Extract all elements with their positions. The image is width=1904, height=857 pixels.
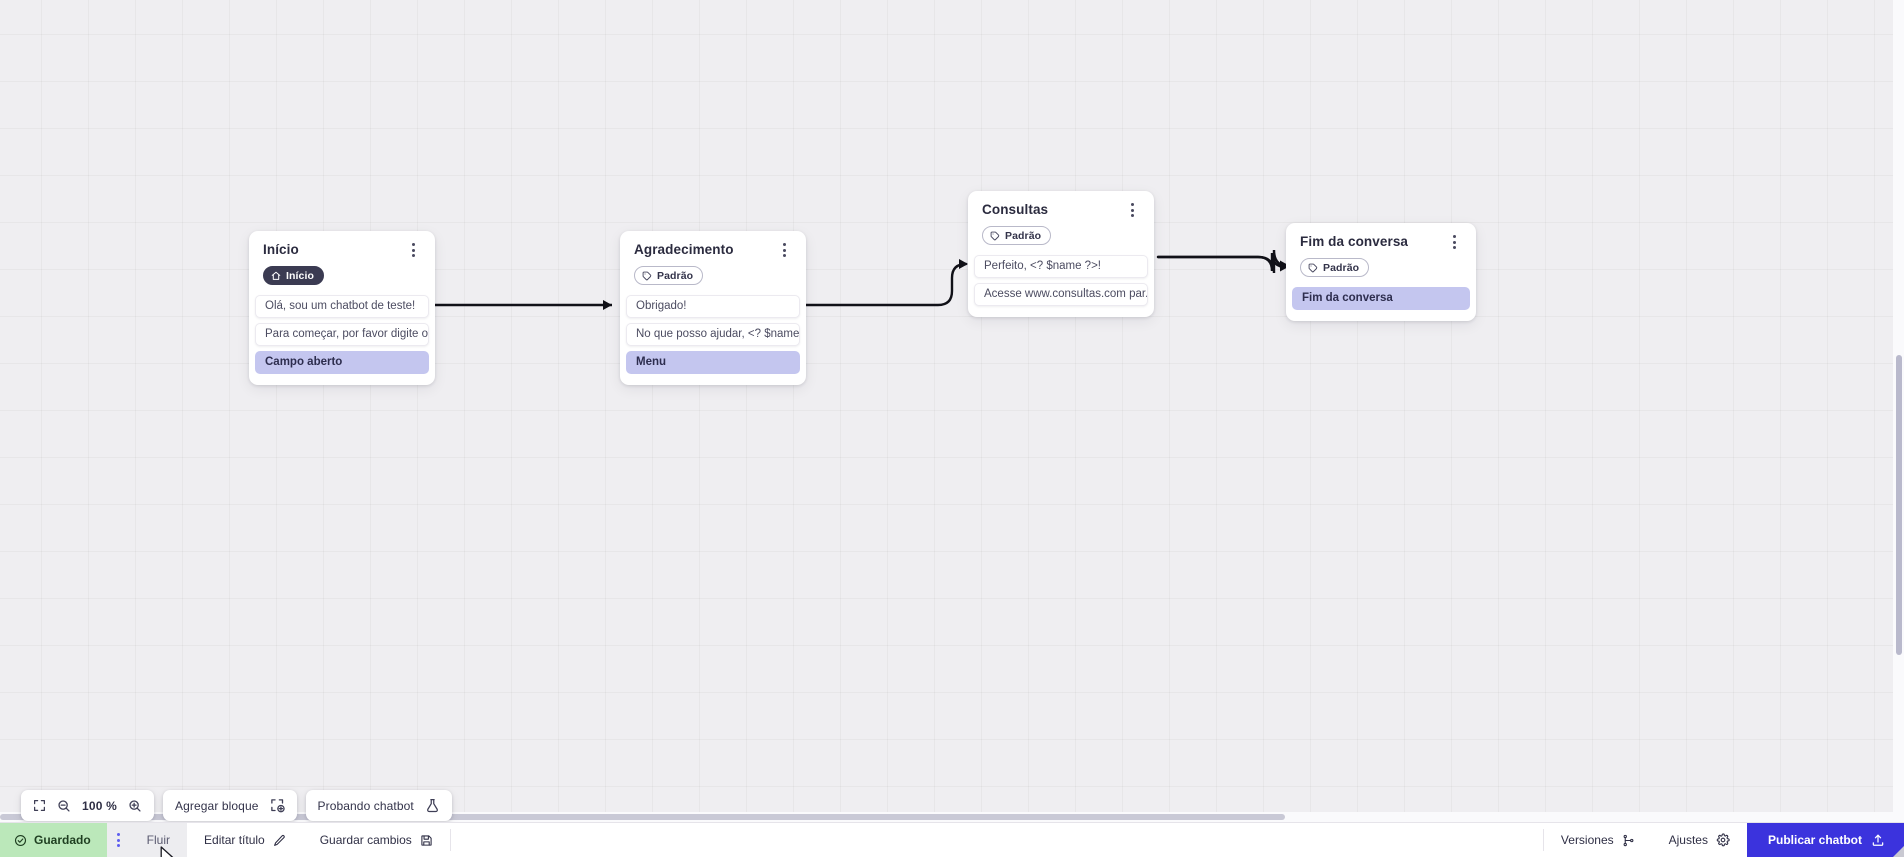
edit-title-button[interactable]: Editar título	[187, 823, 303, 857]
arrowhead-2	[959, 259, 968, 269]
arrowhead-1	[603, 300, 612, 310]
bottom-status-bar: Guardado Fluir Editar título Guardar	[0, 822, 1904, 857]
vertical-scrollbar-track[interactable]	[1893, 0, 1904, 822]
saved-status-badge: Guardado	[0, 823, 107, 857]
node-menu-button[interactable]	[405, 241, 421, 259]
status-bar-right: Versiones Ajustes Publicar chatbot	[1542, 823, 1904, 857]
check-circle-icon	[14, 834, 27, 846]
publish-label: Publicar chatbot	[1767, 833, 1862, 847]
vertical-dots-icon	[116, 833, 120, 847]
add-block-icon[interactable]	[270, 798, 285, 813]
node-row[interactable]: Acesse www.consultas.com par...	[974, 282, 1148, 306]
node-badge-tag[interactable]: Padrão	[1300, 258, 1370, 277]
node-title: Agradecimento	[634, 242, 734, 257]
node-badge-row: Padrão	[1286, 251, 1476, 287]
status-divider	[1542, 829, 1544, 851]
add-block-label: Agregar bloque	[175, 798, 259, 813]
pencil-icon	[273, 834, 285, 846]
node-rows: Olá, sou um chatbot de teste! Para começ…	[249, 294, 435, 374]
node-rows: Perfeito, <? $name ?>! Acesse www.consul…	[968, 254, 1154, 306]
node-rows: Fim da conversa	[1286, 286, 1476, 310]
save-changes-button[interactable]: Guardar cambios	[303, 823, 450, 857]
node-title: Início	[263, 242, 299, 257]
node-header: Agradecimento	[620, 242, 806, 259]
versions-label: Versiones	[1560, 833, 1614, 847]
node-badge-row: Padrão	[620, 259, 806, 295]
flow-node-consultas[interactable]: Consultas Padrão Perfeito, <? $name ?>! …	[968, 191, 1154, 317]
node-header: Fim da conversa	[1286, 234, 1476, 251]
zoom-in-icon[interactable]	[128, 799, 142, 813]
publish-chatbot-button[interactable]: Publicar chatbot	[1746, 823, 1904, 857]
node-badge-label: Padrão	[1323, 261, 1360, 274]
node-rows: Obrigado! No que posso ajudar, <? $name …	[620, 294, 806, 374]
node-title: Consultas	[982, 202, 1049, 217]
flow-node-inicio[interactable]: Início Início Olá, sou um chatbot de tes…	[249, 231, 435, 385]
node-badge-tag[interactable]: Padrão	[982, 226, 1052, 245]
flow-node-fim-da-conversa[interactable]: Fim da conversa Padrão Fim da conversa	[1286, 223, 1476, 321]
zoom-controls: 100 %	[21, 790, 155, 821]
node-row-accent[interactable]: Fim da conversa	[1292, 286, 1470, 310]
tag-icon	[1308, 263, 1318, 272]
node-badge-row: Padrão	[968, 219, 1154, 255]
flow-label: Fluir	[146, 833, 171, 847]
node-row[interactable]: Olá, sou um chatbot de teste!	[255, 294, 429, 318]
status-divider	[449, 829, 451, 851]
node-menu-button[interactable]	[776, 241, 792, 259]
node-badge-tag[interactable]: Padrão	[634, 266, 704, 285]
node-badge-label: Início	[286, 269, 315, 282]
horizontal-scrollbar-thumb[interactable]	[0, 814, 1285, 820]
flask-icon[interactable]	[425, 798, 440, 813]
status-bar-left: Guardado Fluir Editar título Guardar	[0, 823, 451, 857]
node-row-accent[interactable]: Menu	[626, 350, 800, 374]
connector-layer	[434, 249, 1290, 310]
versions-button[interactable]: Versiones	[1544, 823, 1652, 857]
settings-label: Ajustes	[1668, 833, 1708, 847]
node-badge-row: Início	[249, 259, 435, 295]
node-row[interactable]: Para começar, por favor digite o ...	[255, 322, 429, 346]
canvas-toolbar: 100 % Agregar bloque Probando chatbot	[21, 790, 452, 821]
saved-label: Guardado	[34, 833, 91, 847]
node-title: Fim da conversa	[1300, 234, 1409, 249]
zoom-out-icon[interactable]	[57, 799, 71, 813]
node-badge-label: Padrão	[1005, 229, 1042, 242]
edge-consultas-fim	[1156, 249, 1290, 274]
test-chatbot-button[interactable]: Probando chatbot	[305, 790, 452, 821]
node-row[interactable]: Obrigado!	[626, 294, 800, 318]
node-menu-button[interactable]	[1446, 233, 1462, 251]
node-header: Início	[249, 242, 435, 259]
node-badge-label: Padrão	[657, 269, 694, 282]
node-row[interactable]: No que posso ajudar, <? $name ...	[626, 322, 800, 346]
node-row-accent[interactable]: Campo aberto	[255, 350, 429, 374]
flow-canvas[interactable]: Início Início Olá, sou um chatbot de tes…	[0, 0, 1904, 822]
test-chatbot-label: Probando chatbot	[317, 798, 414, 813]
node-row[interactable]: Perfeito, <? $name ?>!	[974, 254, 1148, 278]
fit-screen-icon[interactable]	[33, 799, 46, 812]
edge-agradecimento-consultas	[804, 262, 968, 307]
edit-title-label: Editar título	[204, 833, 265, 847]
gear-icon	[1716, 833, 1730, 847]
add-block-button[interactable]: Agregar bloque	[163, 790, 297, 821]
edge-consultas-fim-a	[1156, 252, 1288, 272]
home-icon	[271, 271, 281, 280]
branch-icon	[1623, 834, 1634, 846]
vertical-scrollbar-thumb[interactable]	[1896, 355, 1902, 655]
flow-node-agradecimento[interactable]: Agradecimento Padrão Obrigado! No que po…	[620, 231, 806, 385]
zoom-level-label: 100 %	[82, 798, 118, 813]
node-menu-button[interactable]	[1124, 201, 1140, 219]
tag-icon	[642, 271, 652, 280]
settings-button[interactable]: Ajustes	[1652, 823, 1747, 857]
tab-fluir[interactable]: Fluir	[129, 823, 188, 857]
flow-menu-button[interactable]	[106, 823, 130, 857]
node-header: Consultas	[968, 202, 1154, 219]
tag-icon	[990, 231, 1000, 240]
save-changes-label: Guardar cambios	[319, 833, 412, 847]
upload-icon	[1872, 834, 1884, 846]
save-icon	[421, 834, 432, 846]
node-badge-home[interactable]: Início	[263, 266, 325, 285]
